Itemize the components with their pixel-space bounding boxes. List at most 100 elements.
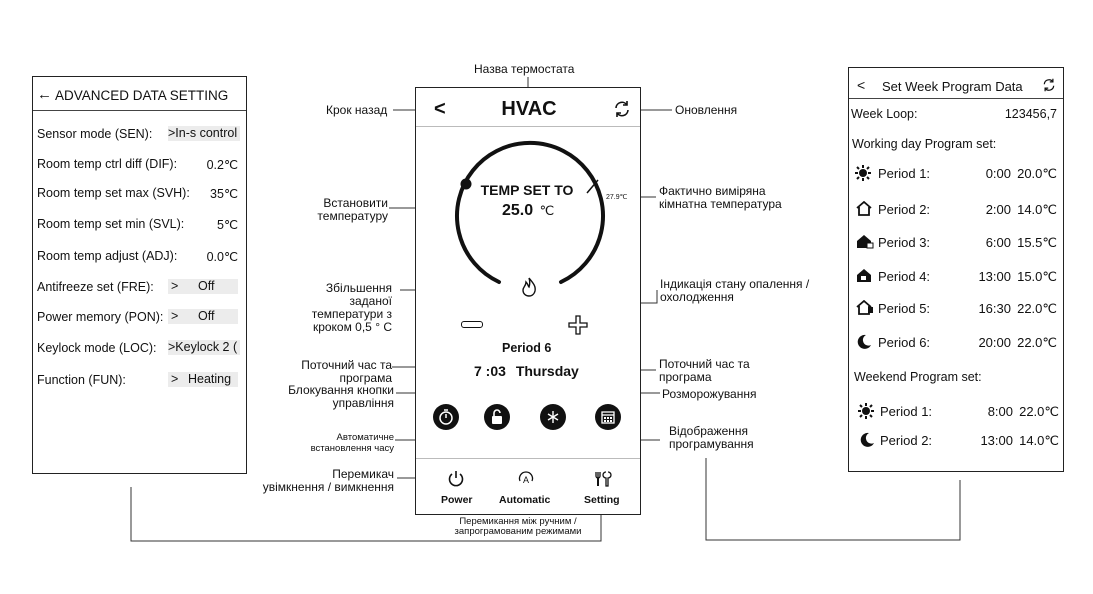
setting-label: Power memory (PON):	[37, 310, 164, 324]
annotation-line: Індикація стану опалення /	[660, 277, 810, 291]
power-memory-value: Off	[198, 309, 215, 323]
setting-label: Keylock mode (LOC):	[37, 341, 157, 355]
annotation-line: кроком 0,5 ° С	[312, 320, 392, 334]
function-select[interactable]: > Heating	[168, 372, 238, 387]
setting-value[interactable]: 35℃	[210, 187, 238, 201]
week-loop-value[interactable]: 123456,7	[1004, 107, 1057, 121]
tab-power[interactable]: Power	[436, 470, 476, 510]
annotation-line: Автоматичне	[336, 432, 394, 443]
current-time: 7 :03 Thursday	[474, 363, 579, 379]
annotation-line: управління	[332, 396, 394, 410]
defrost-button[interactable]	[540, 404, 566, 430]
period-temp[interactable]: 22.0℃	[1017, 301, 1057, 316]
period-label: Period 5:	[878, 301, 931, 316]
back-button[interactable]: <	[857, 77, 866, 93]
period-temp[interactable]: 20.0℃	[1017, 166, 1057, 181]
setting-label: Sensor mode (SEN):	[37, 127, 153, 141]
annotation-line: заданої	[349, 294, 393, 308]
setting-label: Antifreeze set (FRE):	[37, 280, 154, 294]
annotation-line: програма	[339, 371, 393, 385]
period-time[interactable]: 20:00	[978, 335, 1011, 350]
period-temp[interactable]: 14.0℃	[1017, 202, 1057, 217]
annotation-refresh: Оновлення	[675, 103, 738, 117]
annotation-line: Перемикання між ручним /	[459, 516, 577, 527]
period-label: Period 1:	[878, 166, 931, 181]
annotation-line: Перемикач	[332, 467, 394, 481]
house-arrive-icon	[856, 300, 873, 315]
dial-handle	[460, 178, 472, 190]
setting-label: Room temp set max (SVH):	[37, 186, 190, 200]
annotation-time-left: Поточний час та програма	[296, 359, 392, 385]
tab-setting[interactable]: Setting	[581, 470, 625, 510]
period-time[interactable]: 16:30	[978, 301, 1011, 316]
panel-title: ADVANCED DATA SETTING	[55, 88, 229, 103]
setting-label: Room temp adjust (ADJ):	[37, 249, 178, 263]
power-memory-select[interactable]: > Off	[168, 309, 238, 324]
annotation-line: Фактично виміряна	[659, 184, 766, 198]
annotation-line: охолодження	[660, 290, 734, 304]
annotation-back: Крок назад	[326, 103, 388, 117]
calendar-icon	[601, 411, 615, 424]
annotation-line: Поточний час та	[301, 358, 392, 372]
setting-label: Room temp set min (SVL):	[37, 217, 185, 231]
antifreeze-select[interactable]: > Off	[168, 279, 238, 294]
back-button[interactable]: <	[434, 98, 446, 120]
setting-value[interactable]: 0.2℃	[206, 158, 238, 172]
sensor-mode-value: >In-s control	[168, 126, 238, 140]
weekend-title: Weekend Program set:	[854, 370, 982, 384]
annotation-line: увімкнення / вимкнення	[262, 480, 394, 494]
annotation-schedule: Відображення програмування	[669, 425, 754, 451]
back-arrow-icon[interactable]: ←	[37, 86, 52, 103]
day-value: Thursday	[515, 363, 579, 379]
temp-unit: ℃	[539, 203, 555, 218]
temperature-dial[interactable]	[444, 136, 614, 306]
period-label: Period 2:	[880, 433, 933, 448]
lock-icon	[492, 409, 502, 424]
period-label: Period 2:	[878, 202, 931, 217]
keylock-button[interactable]	[484, 404, 510, 430]
annotation-measured: Фактично виміряна кімнатна температура	[659, 185, 782, 211]
period-temp[interactable]: 14.0℃	[1019, 433, 1059, 448]
period-time[interactable]: 13:00	[978, 269, 1011, 284]
annotation-line: Блокування кнопки	[288, 383, 394, 397]
auto-time-button[interactable]	[433, 404, 459, 430]
period-time[interactable]: 6:00	[985, 235, 1011, 250]
chevron-right-icon: >	[171, 372, 179, 386]
annotation-line: температуру	[317, 209, 388, 223]
measured-marker	[586, 179, 599, 194]
antifreeze-value: Off	[198, 279, 215, 293]
period-label: Period 6:	[878, 335, 931, 350]
keylock-select[interactable]: >Keylock 2 (	[168, 340, 240, 355]
refresh-icon[interactable]	[613, 100, 631, 118]
period-time[interactable]: 8:00	[987, 404, 1013, 419]
tab-setting-label: Setting	[584, 494, 620, 506]
measured-temp: 27.9℃	[606, 194, 628, 201]
setting-value[interactable]: 0.0℃	[206, 250, 238, 264]
thermostat-title: HVAC	[501, 98, 557, 120]
setting-label: Function (FUN):	[37, 373, 126, 387]
period-temp[interactable]: 15.0℃	[1017, 269, 1057, 284]
period-time[interactable]: 13:00	[980, 433, 1013, 448]
period-temp[interactable]: 22.0℃	[1019, 404, 1059, 419]
period-time[interactable]: 0:00	[985, 166, 1011, 181]
annotation-line: встановлення часу	[310, 443, 394, 454]
annotation-power: Перемикач увімкнення / вимкнення	[250, 468, 394, 494]
annotation-line: температури з	[311, 307, 392, 321]
annotation-increase: Збільшення заданої температури з кроком …	[300, 282, 392, 334]
period-time[interactable]: 2:00	[985, 202, 1011, 217]
sensor-mode-select[interactable]: >In-s control	[168, 126, 240, 141]
annotation-line: Встановити	[323, 196, 388, 210]
tab-automatic[interactable]: A Automatic	[498, 470, 554, 510]
setting-value[interactable]: 5℃	[217, 218, 238, 232]
header-divider	[416, 126, 640, 127]
power-icon	[448, 471, 464, 487]
period-temp[interactable]: 15.5℃	[1017, 235, 1057, 250]
minus-icon[interactable]	[461, 321, 483, 328]
annotation-mode-switch: Перемикання між ручним / запрограмованим…	[448, 517, 588, 537]
function-value: Heating	[188, 372, 232, 386]
divider	[33, 110, 246, 111]
period-temp[interactable]: 22.0℃	[1017, 335, 1057, 350]
refresh-icon[interactable]	[1042, 78, 1056, 92]
plus-icon[interactable]	[568, 315, 588, 335]
schedule-button[interactable]	[595, 404, 621, 430]
